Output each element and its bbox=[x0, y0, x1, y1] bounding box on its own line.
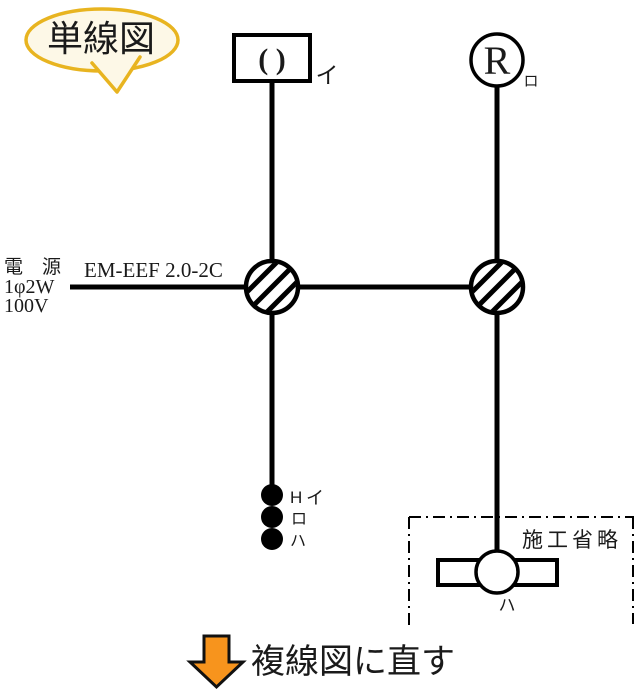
junction-box-left-icon bbox=[243, 258, 301, 316]
ceiling-light-glyph: ( ) bbox=[258, 43, 285, 76]
footer-caption: 複線図に直す bbox=[251, 643, 455, 681]
switch-dot-2 bbox=[261, 506, 283, 528]
wires bbox=[70, 80, 500, 560]
cable-label: EM-EEF 2.0-2C bbox=[84, 258, 223, 282]
title-bubble: 単線図 bbox=[24, 7, 180, 94]
lamp-r-label: ロ bbox=[523, 74, 538, 90]
title-bubble-label: 単線図 bbox=[47, 18, 155, 59]
bubble-tail bbox=[90, 55, 142, 94]
switch-pilot-mark: H bbox=[290, 488, 302, 507]
switch-label-3: ハ bbox=[290, 533, 306, 550]
junction-box-right-icon bbox=[468, 258, 526, 316]
lamp-r-icon: R bbox=[469, 32, 525, 88]
switch-dot-3 bbox=[261, 528, 283, 550]
power-source-line1: 電 源 bbox=[4, 256, 61, 278]
switch-label-2: ロ bbox=[291, 511, 307, 528]
fluorescent-light-label: ハ bbox=[499, 596, 516, 615]
lamp-r-glyph: R bbox=[484, 38, 511, 83]
omission-area-border bbox=[408, 516, 634, 626]
down-arrow-icon bbox=[186, 634, 247, 690]
power-source-label: 電 源 1φ2W 100V bbox=[4, 256, 61, 317]
power-source-line3: 100V bbox=[4, 295, 49, 317]
fluorescent-light-icon bbox=[436, 549, 559, 595]
switch-group-icon bbox=[261, 484, 283, 550]
switch-dot-1 bbox=[261, 484, 283, 506]
ceiling-light-label: イ bbox=[316, 63, 339, 88]
switch-label-1: イ bbox=[306, 488, 324, 508]
power-source-line2: 1φ2W bbox=[4, 276, 55, 298]
omission-area-label: 施工省略 bbox=[522, 528, 622, 552]
ceiling-light-icon: ( ) bbox=[232, 33, 312, 83]
